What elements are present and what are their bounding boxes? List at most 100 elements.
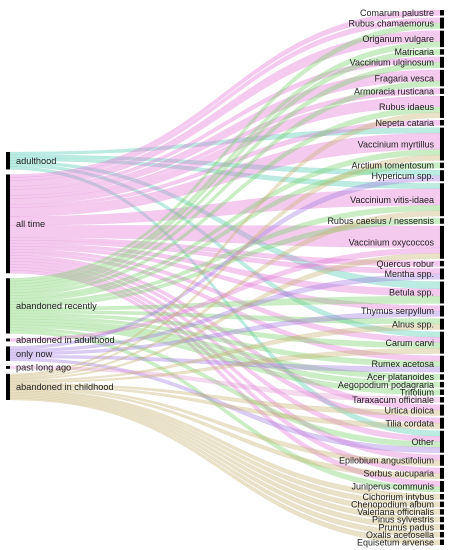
target-label-prunus-padus: Prunus padus bbox=[378, 522, 434, 532]
target-label-taraxacum-officinale: Taraxacum officinale bbox=[352, 395, 434, 405]
target-label-rumex-acetosa: Rumex acetosa bbox=[371, 359, 434, 369]
target-node-oxalis-acetosella bbox=[440, 531, 444, 538]
source-node-all-time bbox=[6, 174, 10, 274]
target-label-vaccinium-oxycoccos: Vaccinium oxycoccos bbox=[349, 238, 435, 248]
target-node-quercus-robur bbox=[440, 260, 444, 267]
target-node-rubus-caesius-nessensis bbox=[440, 218, 444, 224]
target-label-hypericum-spp: Hypericum spp. bbox=[371, 171, 434, 181]
target-label-nepeta-cataria: Nepeta cataria bbox=[375, 118, 434, 128]
target-node-epilobium-angustifolium bbox=[440, 454, 444, 466]
target-label-acer-platanoides: Acer platanoides bbox=[367, 372, 435, 382]
target-label-rubus-caesius-nessensis: Rubus caesius / nessensis bbox=[327, 216, 434, 226]
target-node-chenopodium-album bbox=[440, 501, 444, 508]
target-label-fragaria-vesca: Fragaria vesca bbox=[374, 73, 434, 83]
link-past-long-ago-to-taraxacum-officinale bbox=[9, 365, 441, 403]
source-label-adulthood: adulthood bbox=[16, 156, 56, 166]
target-label-vaccinium-ulginosum: Vaccinium ulginosum bbox=[350, 57, 434, 67]
target-label-epilobium-angustifolium: Epilobium angustifolium bbox=[339, 455, 434, 465]
sankey-links bbox=[9, 9, 441, 546]
target-node-taraxacum-officinale bbox=[440, 397, 444, 403]
source-label-abandoned-recently: abandoned recently bbox=[16, 301, 97, 311]
target-node-pinus-sylvestris bbox=[440, 516, 444, 523]
target-node-hypericum-spp bbox=[440, 170, 444, 182]
target-label-vaccinium-myrtillus: Vaccinium myrtillus bbox=[358, 139, 435, 149]
target-label-rubus-chamaemorus: Rubus chamaemorus bbox=[348, 18, 434, 28]
target-node-rubus-chamaemorus bbox=[440, 17, 444, 29]
target-label-matricaria: Matricaria bbox=[394, 47, 434, 57]
link-abandoned-in-childhood-to-oxalis-acetosella bbox=[9, 396, 441, 538]
target-label-quercus-robur: Quercus robur bbox=[376, 259, 434, 269]
sankey-nodes bbox=[6, 10, 444, 545]
link-only-now-to-mentha-spp bbox=[9, 273, 441, 353]
link-abandoned-recently-to-juniperus-communis bbox=[9, 330, 441, 493]
target-node-aegopodium-podagraria bbox=[440, 381, 444, 388]
target-label-mentha-spp: Mentha spp. bbox=[384, 269, 434, 279]
source-label-all-time: all time bbox=[16, 219, 45, 229]
target-node-carum-carvi bbox=[440, 331, 444, 354]
target-label-armoracia-rusticana: Armoracia rusticana bbox=[354, 86, 434, 96]
target-node-sorbus-aucuparia bbox=[440, 467, 444, 479]
link-abandoned-in-childhood-to-valeriana-officinalis bbox=[9, 392, 441, 515]
target-label-comarum-palustre: Comarum palustre bbox=[360, 8, 434, 18]
source-node-abandoned-recently bbox=[6, 278, 10, 334]
target-node-thymus-serpyllum bbox=[440, 305, 444, 317]
target-label-thymus-serpyllum: Thymus serpyllum bbox=[361, 306, 434, 316]
sankey-labels: adulthood all time abandoned recently aband… bbox=[16, 8, 435, 548]
target-node-rubus-idaeus bbox=[440, 95, 444, 118]
link-abandoned-in-childhood-to-sorbus-aucuparia bbox=[9, 387, 441, 480]
target-node-vaccinium-ulginosum bbox=[440, 56, 444, 68]
target-label-pinus-sylvestris: Pinus sylvestris bbox=[372, 515, 435, 525]
target-node-tilia-cordata bbox=[440, 417, 444, 429]
link-all-time-to-quercus-robur bbox=[9, 237, 441, 267]
target-label-betula-spp: Betula spp. bbox=[389, 288, 434, 298]
target-node-trifolium bbox=[440, 389, 444, 395]
target-label-tilia-cordata: Tilia cordata bbox=[385, 418, 434, 428]
target-node-vaccinium-vitis-idaea bbox=[440, 183, 444, 217]
target-label-oxalis-acetosella: Oxalis acetosella bbox=[366, 530, 434, 540]
source-node-past-long-ago bbox=[6, 365, 10, 369]
target-node-arctium-tomentosum bbox=[440, 162, 444, 169]
source-label-abandoned-in-adulthood: abandoned in adulthood bbox=[16, 335, 115, 345]
target-node-urtica-dioica bbox=[440, 404, 444, 416]
link-only-now-to-thymus-serpyllum bbox=[9, 310, 441, 356]
source-node-abandoned-in-adulthood bbox=[6, 338, 10, 342]
target-node-vaccinium-myrtillus bbox=[440, 127, 444, 161]
source-node-abandoned-in-childhood bbox=[6, 373, 10, 400]
target-label-alnus-spp: Alnus spp. bbox=[392, 319, 434, 329]
target-label-chenopodium-album: Chenopodium album bbox=[351, 500, 434, 510]
link-abandoned-recently-to-matricaria bbox=[9, 49, 441, 288]
target-node-mentha-spp bbox=[440, 268, 444, 280]
target-node-acer-platanoides bbox=[440, 374, 444, 380]
link-abandoned-in-childhood-to-carum-carvi bbox=[9, 347, 441, 384]
target-node-fragaria-vesca bbox=[440, 69, 444, 87]
target-node-juniperus-communis bbox=[440, 480, 444, 492]
target-node-equisetum-arvense bbox=[440, 539, 444, 545]
link-abandoned-recently-to-trifolium bbox=[9, 324, 441, 396]
target-node-matricaria bbox=[440, 49, 444, 55]
target-node-cichorium-intybus bbox=[440, 494, 444, 500]
target-label-aegopodium-podagraria: Aegopodium podagraria bbox=[338, 380, 434, 390]
target-node-origanum-vulgare bbox=[440, 30, 444, 48]
target-label-vaccinium-vitis-idaea: Vaccinium vitis-idaea bbox=[350, 195, 434, 205]
target-label-juniperus-communis: Juniperus communis bbox=[351, 482, 434, 492]
target-label-carum-carvi: Carum carvi bbox=[385, 338, 434, 348]
target-label-other: Other bbox=[411, 437, 434, 447]
target-node-valeriana-officinalis bbox=[440, 509, 444, 515]
target-node-nepeta-cataria bbox=[440, 120, 444, 126]
target-label-origanum-vulgare: Origanum vulgare bbox=[362, 34, 434, 44]
target-label-equisetum-arvense: Equisetum arvense bbox=[357, 537, 434, 547]
link-abandoned-recently-to-acer-platanoides bbox=[9, 318, 441, 380]
link-abandoned-in-childhood-to-urtica-dioica bbox=[9, 382, 441, 416]
target-node-armoracia-rusticana bbox=[440, 88, 444, 94]
target-node-other bbox=[440, 430, 444, 453]
target-node-betula-spp bbox=[440, 281, 444, 304]
source-label-past-long-ago: past long ago bbox=[16, 363, 71, 373]
source-label-abandoned-in-childhood: abandoned in childhood bbox=[16, 382, 114, 392]
target-label-urtica-dioica: Urtica dioica bbox=[384, 405, 434, 415]
target-label-rubus-idaeus: Rubus idaeus bbox=[379, 102, 435, 112]
link-only-now-to-other bbox=[9, 357, 441, 453]
link-only-now-to-rumex-acetosa bbox=[9, 354, 441, 373]
link-abandoned-in-childhood-to-rubus-idaeus bbox=[9, 112, 441, 376]
link-all-time-to-armoracia-rusticana bbox=[9, 88, 441, 199]
